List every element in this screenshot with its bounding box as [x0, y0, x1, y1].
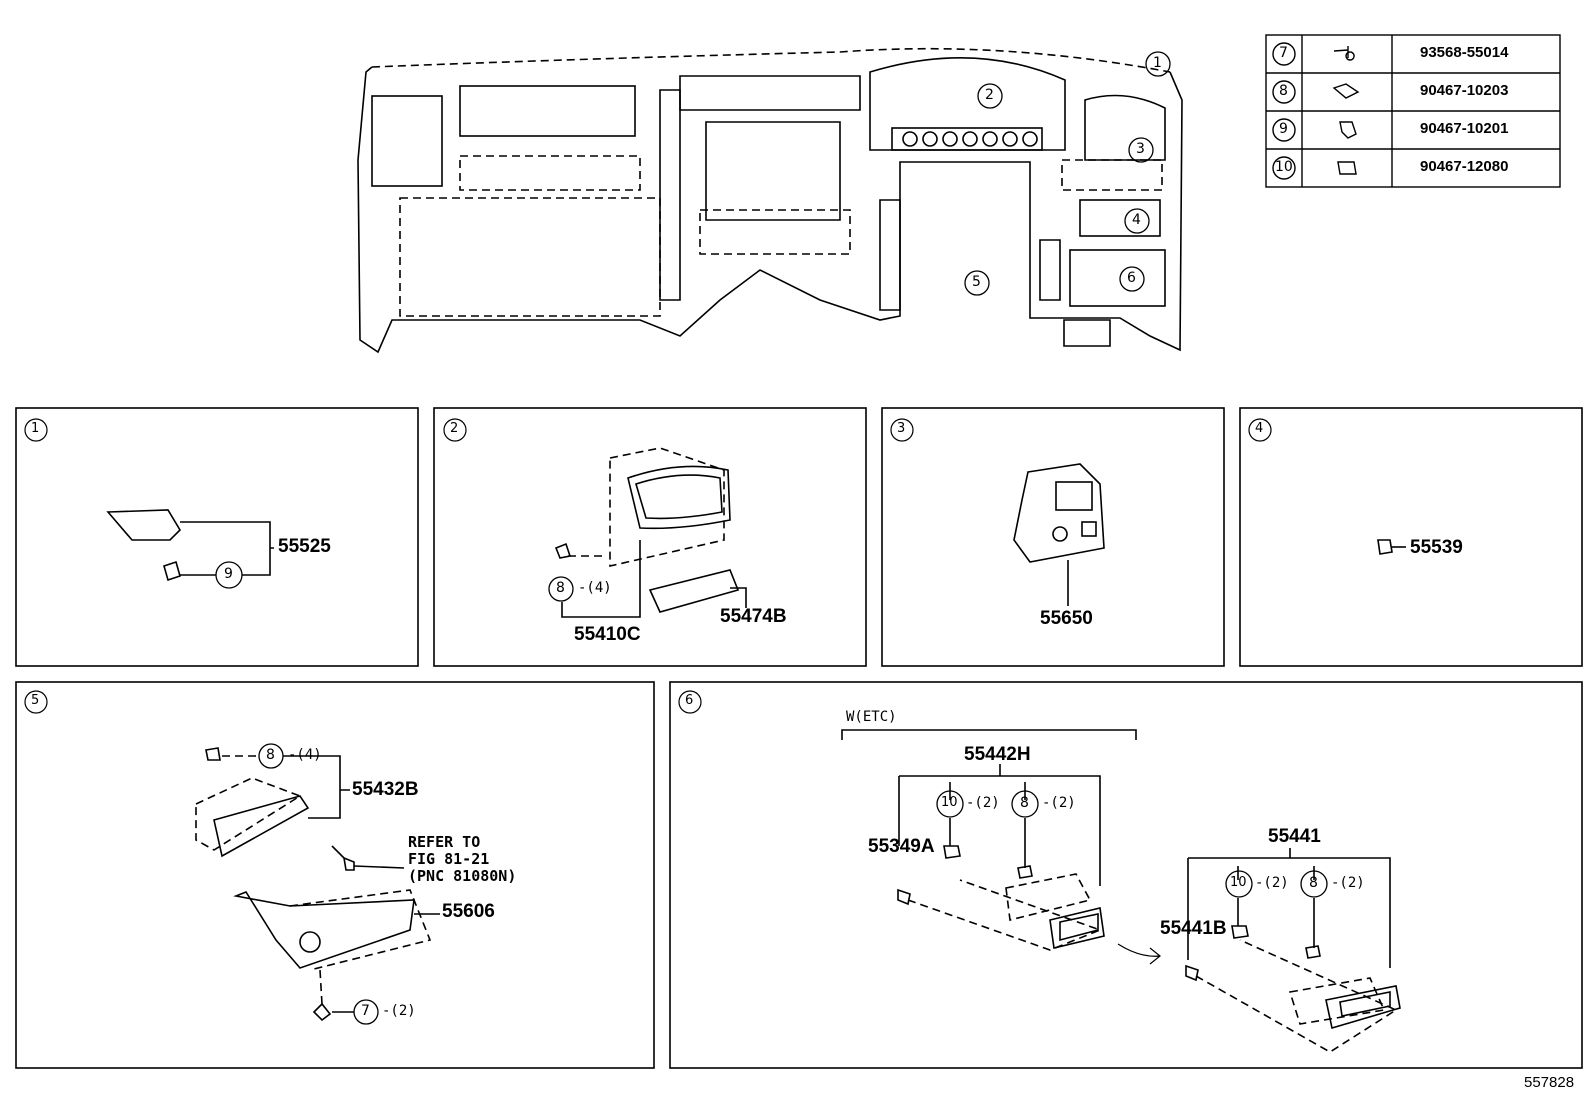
- panel-number: 3: [897, 421, 906, 436]
- fastener-ref: 9: [1279, 121, 1288, 137]
- panel-1-frame: [15, 407, 419, 667]
- part-label-55349a: 55349A: [868, 836, 935, 857]
- part-label-55539: 55539: [1410, 537, 1463, 558]
- callout-6: 6: [1127, 270, 1136, 286]
- quantity: -(2): [1042, 795, 1076, 811]
- clip-icon: [1332, 83, 1360, 99]
- quantity: -(4): [288, 747, 322, 763]
- part-label-55441b: 55441B: [1160, 918, 1227, 939]
- quantity: -(2): [966, 795, 1000, 811]
- clip-callout: 10: [1230, 875, 1247, 890]
- panel-number: 6: [685, 693, 694, 708]
- reference-note: REFER TO: [408, 833, 481, 851]
- fastener-ref: 10: [1275, 159, 1293, 175]
- quantity: -(2): [1255, 875, 1289, 891]
- clip-icon: [1337, 161, 1357, 175]
- clip-callout: 10: [941, 795, 958, 810]
- reference-note: FIG 81-21: [408, 850, 490, 868]
- fastener-part-number: 90467-10201: [1420, 120, 1509, 137]
- fastener-part-number: 90467-10203: [1420, 82, 1509, 99]
- part-label-55441: 55441: [1268, 826, 1321, 847]
- fastener-table: [1265, 34, 1561, 188]
- callout-5: 5: [972, 274, 981, 290]
- callout-3: 3: [1136, 141, 1145, 157]
- callout-2: 2: [985, 87, 994, 103]
- panel-number: 1: [31, 421, 40, 436]
- panel-3-frame: [881, 407, 1225, 667]
- clip-callout: 8: [1020, 795, 1029, 811]
- panel-number-circles: [24, 418, 1272, 714]
- panel-number: 2: [450, 421, 459, 436]
- quantity: -(2): [382, 1003, 416, 1019]
- clip-callout: 8: [556, 580, 565, 596]
- panel-5-parts: [195, 743, 440, 1025]
- quantity: -(2): [1331, 875, 1365, 891]
- part-label-55474b: 55474B: [720, 606, 787, 627]
- panel-2-frame: [433, 407, 867, 667]
- quantity: -(4): [578, 580, 612, 596]
- panel-1-parts: [106, 509, 274, 589]
- clip-callout: 9: [224, 566, 233, 582]
- panel-4-frame: [1239, 407, 1583, 667]
- fastener-ref: 7: [1279, 45, 1288, 61]
- main-callouts: [964, 51, 1171, 296]
- fastener-part-number: 90467-12080: [1420, 158, 1509, 175]
- panel-number: 4: [1255, 421, 1264, 436]
- screw-icon: [1333, 46, 1355, 61]
- panel-3-parts: [1013, 463, 1105, 606]
- clip-callout: 8: [1309, 875, 1318, 891]
- screw-callout: 7: [361, 1003, 370, 1019]
- panel-6-parts: [841, 729, 1401, 1053]
- part-label-55525: 55525: [278, 536, 331, 557]
- panel-6-frame: [669, 681, 1583, 1069]
- part-label-55650: 55650: [1040, 608, 1093, 629]
- part-label-55410c: 55410C: [574, 624, 641, 645]
- panel-2-parts: [548, 447, 747, 618]
- part-label-55442h: 55442H: [964, 744, 1031, 765]
- panel-4-parts: [1377, 539, 1406, 555]
- fastener-part-number: 93568-55014: [1420, 44, 1509, 61]
- clip-callout: 8: [266, 747, 275, 763]
- part-label-55606: 55606: [442, 901, 495, 922]
- fastener-ref: 8: [1279, 83, 1288, 99]
- gauge-row: [891, 127, 1043, 151]
- figure-id: 557828: [1524, 1074, 1575, 1091]
- reference-note: (PNC 81080N): [408, 867, 517, 885]
- callout-4: 4: [1132, 212, 1141, 228]
- dashboard-outline: [357, 47, 1183, 354]
- variant-label: W(ETC): [846, 709, 897, 725]
- part-label-55432b: 55432B: [352, 779, 419, 800]
- clip-icon: [1339, 121, 1357, 139]
- panel-5-frame: [15, 681, 655, 1069]
- callout-1: 1: [1153, 55, 1162, 71]
- panel-number: 5: [31, 693, 40, 708]
